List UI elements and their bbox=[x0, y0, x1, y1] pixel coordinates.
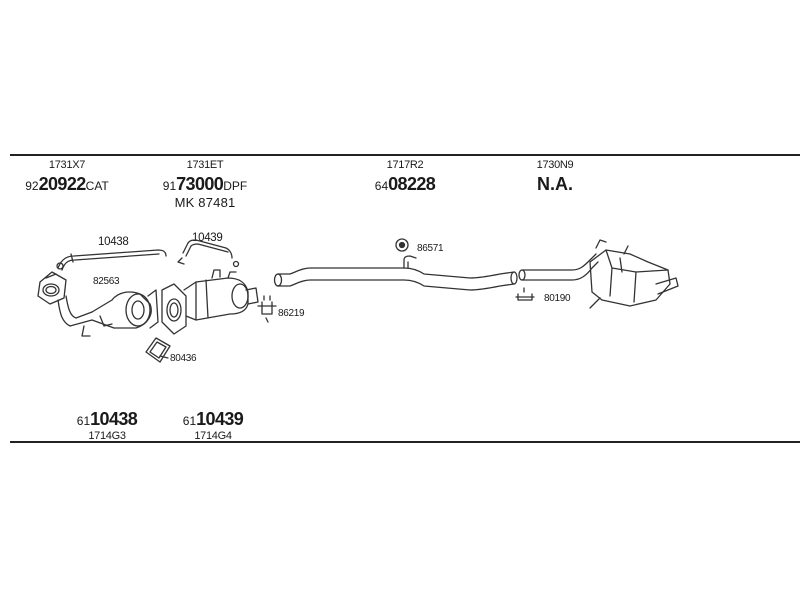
part-code: 1717R2 bbox=[386, 159, 424, 171]
catalyst-front-pipe-drawing bbox=[37, 271, 159, 337]
ref-bracket-10439: 6110439 1714G4 bbox=[158, 410, 268, 442]
part-code: 1714G3 bbox=[88, 430, 126, 442]
label-86571: 86571 bbox=[417, 243, 444, 254]
middle-pipe-drawing bbox=[273, 255, 518, 291]
dpf-drawing bbox=[161, 269, 259, 335]
part-number-na: N.A. bbox=[537, 174, 573, 194]
part-number: 9173000DPF bbox=[162, 174, 248, 194]
rear-silencer-drawing bbox=[518, 239, 679, 309]
top-divider-line bbox=[10, 154, 800, 156]
clamp-80190-drawing bbox=[515, 287, 535, 301]
rubber-mount-86571-drawing bbox=[395, 238, 409, 252]
part-number: 6110439 bbox=[182, 409, 244, 429]
bracket-10439-drawing bbox=[177, 239, 240, 268]
bottom-divider-line bbox=[10, 441, 800, 443]
gasket-80436-drawing bbox=[145, 337, 171, 363]
label-82563: 82563 bbox=[93, 276, 120, 287]
part-code: 1714G4 bbox=[194, 430, 232, 442]
bracket-10438-drawing bbox=[56, 249, 167, 271]
label-86219: 86219 bbox=[278, 308, 305, 319]
ref-middle-pipe: 1717R2 6408228 bbox=[350, 159, 460, 194]
label-80436: 80436 bbox=[170, 353, 197, 364]
ref-catalyst: 1731X7 9220922CAT bbox=[12, 159, 122, 194]
part-code: 1730N9 bbox=[536, 159, 574, 171]
part-code: 1731ET bbox=[186, 159, 224, 171]
clamp-86219-drawing bbox=[257, 295, 277, 323]
ref-bracket-10438: 6110438 1714G3 bbox=[52, 410, 162, 442]
part-number: 9220922CAT bbox=[25, 174, 109, 194]
part-number: 6110438 bbox=[76, 409, 138, 429]
ref-dpf: 1731ET 9173000DPF MK 87481 bbox=[150, 159, 260, 210]
label-10438: 10438 bbox=[98, 236, 129, 248]
part-number: 6408228 bbox=[374, 174, 436, 194]
ref-rear-silencer: 1730N9 N.A. bbox=[500, 159, 610, 194]
label-80190: 80190 bbox=[544, 293, 571, 304]
part-code: 1731X7 bbox=[48, 159, 86, 171]
mounting-kit-number: MK 87481 bbox=[174, 195, 236, 210]
